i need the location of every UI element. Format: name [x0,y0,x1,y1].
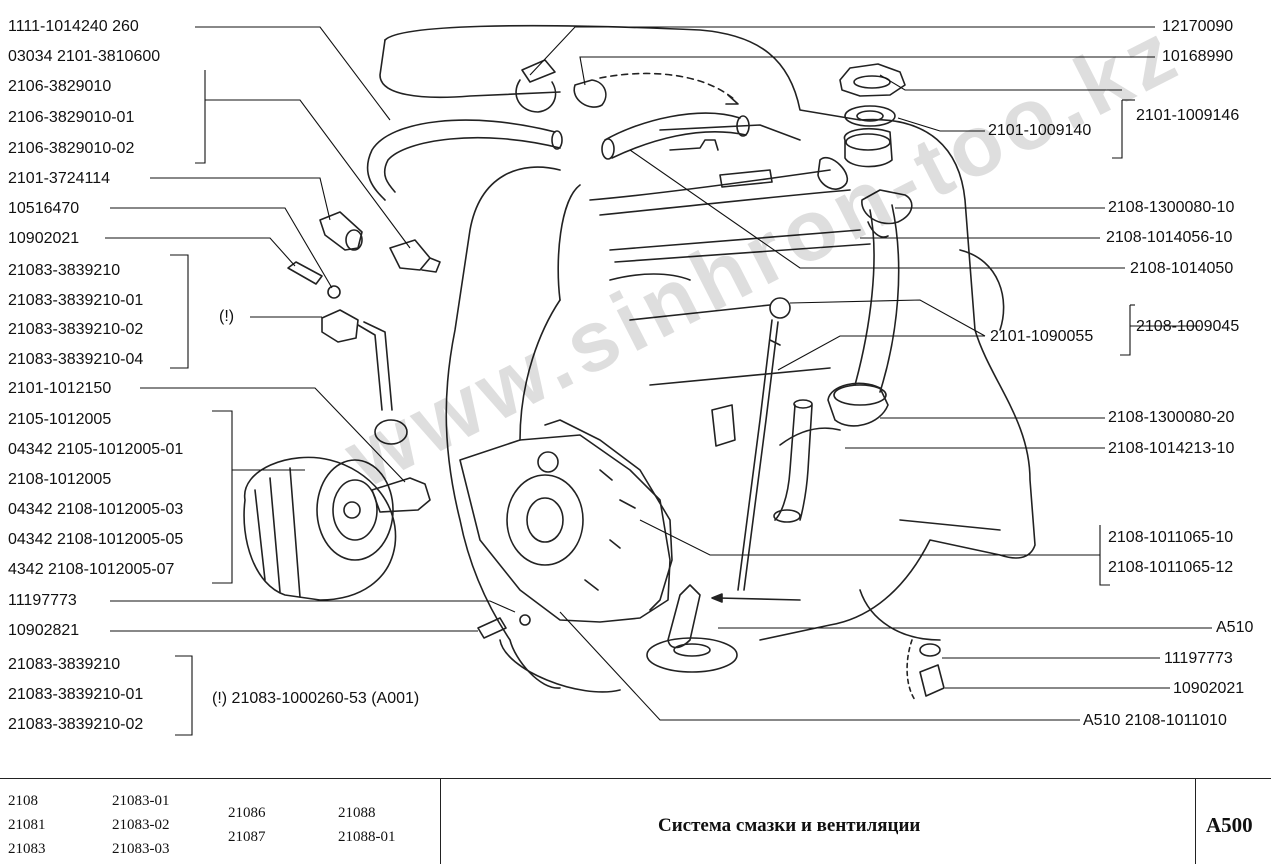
model-code: 21083-03 [112,841,170,857]
note-mark: (!) [219,308,235,325]
part-label: 11197773 [1164,650,1233,667]
part-label: 2108-1012005 [8,471,112,488]
part-label: 2101-1012150 [8,380,112,397]
pickup-bolt [477,617,507,639]
part-label: 21083-3839210 [8,262,121,279]
filter-fitting [371,477,431,513]
model-code: 21083 [8,841,46,857]
part-label: 2108-1011065-12 [1108,559,1234,576]
part-label: 2106-3829010 [8,78,112,95]
part-label: 2101-3724114 [8,170,111,187]
hose-clamp-2 [573,79,607,108]
breather-pipe [774,404,813,521]
part-label: 21083-3839210 [8,656,121,673]
part-label: A510 2108-1011010 [1083,712,1227,729]
timing-cover [445,166,561,689]
part-label: 10516470 [8,200,80,217]
title-block: 2108 21081 21083 21083-01 21083-02 21083… [0,778,1271,864]
part-label: 21083-3839210-02 [8,716,144,733]
part-label: 2108-1014213-10 [1108,440,1235,457]
part-label: 10902821 [8,622,80,639]
pump-gasket [544,419,673,611]
part-label: 2108-1300080-20 [1108,409,1235,426]
dipstick [737,319,779,591]
model-code: 21086 [228,805,266,821]
model-code: 2108 [8,793,38,809]
breather-hose-small [604,112,747,159]
part-label: 10902021 [8,230,80,247]
part-label: 21083-3839210-02 [8,321,144,338]
part-label: 03034 2101-3810600 [8,48,161,65]
model-code: 21088-01 [338,829,396,845]
part-label: 2108-1300080-10 [1108,199,1235,216]
divider [440,779,441,864]
model-code: 21083-01 [112,793,170,809]
breather-hose-right [854,204,900,393]
hose-clamp-3 [861,189,913,225]
part-label: 04342 2105-1012005-01 [8,441,184,458]
diagram-code: A500 [1206,813,1253,837]
part-label: 21083-3839210-01 [8,292,144,309]
model-code: 21083-02 [112,817,170,833]
exploded-view-drawing [105,24,1212,736]
model-code: 21088 [338,805,376,821]
part-label: 2106-3829010-01 [8,109,135,126]
part-label: 2105-1012005 [8,411,112,428]
part-label: 2101-1009140 [988,122,1092,139]
diagram-title: Система смазки и вентиляции [658,815,921,836]
part-label: 2108-1011065-10 [1108,529,1234,546]
part-label: 2106-3829010-02 [8,140,135,157]
hose-joint [827,382,889,427]
oil-level-sensor [321,309,359,343]
part-label: 12170090 [1162,18,1234,35]
part-label: A510 [1216,619,1254,636]
part-label: 21083-3839210-01 [8,686,144,703]
oil-pump-housing [459,434,671,623]
part-label: 4342 2108-1012005-07 [8,561,175,578]
filler-cap [839,63,906,97]
part-label: 10902021 [1173,680,1245,697]
part-label: 21083-3839210-04 [8,351,144,368]
part-label: 2101-1090055 [990,328,1094,345]
filler-neck [843,128,893,168]
model-code: 21087 [228,829,266,845]
hose-clamp-1 [515,59,557,113]
oil-pressure-sensor [389,239,441,273]
part-label: 10168990 [1162,48,1234,65]
assembly-note: (!) 21083-1000260-53 (A001) [212,690,420,707]
right-bolt [919,664,945,697]
model-code: 21081 [8,817,46,833]
part-label: 04342 2108-1012005-03 [8,501,184,518]
part-label: 11197773 [8,592,77,609]
breather-hose-left [366,119,561,201]
part-label: 2101-1009146 [1136,107,1240,124]
divider [1195,779,1196,864]
part-label: 04342 2108-1012005-05 [8,531,184,548]
part-label: 2108-1014056-10 [1106,229,1233,246]
part-label: 1111-1014240 260 [8,18,139,35]
part-label: 2108-1009045 [1136,318,1240,335]
small-bolt [287,261,323,285]
oil-filter [243,456,397,601]
part-label: 2108-1014050 [1130,260,1234,277]
cap-gasket [844,105,896,127]
wire-connector [711,404,736,447]
